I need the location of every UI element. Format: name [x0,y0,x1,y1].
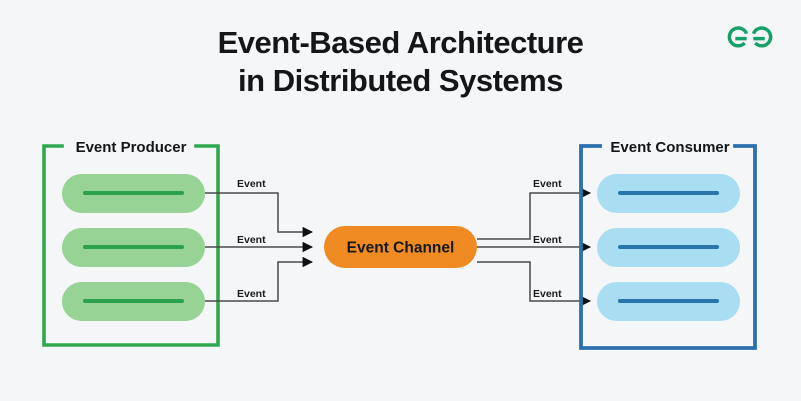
consumer-node-bar [618,191,719,195]
consumer-node-bar [618,299,719,303]
event-consumer-group: Event Consumer [579,139,757,350]
event-channel-label: Event Channel [347,240,455,257]
edge-label-in-1: Event [237,178,266,190]
connector-consumer-1 [477,187,592,240]
event-channel-node[interactable]: Event Channel [324,226,477,268]
geeksforgeeks-logo [721,22,779,56]
producer-node[interactable] [62,174,205,213]
consumer-bracket [579,144,757,350]
producer-node-bar [83,245,184,249]
producer-node-bar [83,191,184,195]
connector-producer-3 [205,256,314,302]
edge-label-out-3: Event [533,288,562,300]
consumer-node[interactable] [597,228,740,267]
edge-label-out-1: Event [533,178,562,190]
event-producer-label: Event Producer [76,139,187,156]
edge-label-in-2: Event [237,234,266,246]
consumer-node-bar [618,245,719,249]
producer-node-bar [83,299,184,303]
connector-producer-1 [205,192,314,238]
event-consumer-label: Event Consumer [610,139,729,156]
producer-bracket [42,144,220,347]
edge-label-in-3: Event [237,288,266,300]
connector-consumer-3 [477,261,592,307]
edge-label-out-2: Event [533,234,562,246]
consumer-node[interactable] [597,174,740,213]
producer-node[interactable] [62,282,205,321]
producer-node[interactable] [62,228,205,267]
event-producer-group: Event Producer [42,139,220,347]
consumer-node[interactable] [597,282,740,321]
